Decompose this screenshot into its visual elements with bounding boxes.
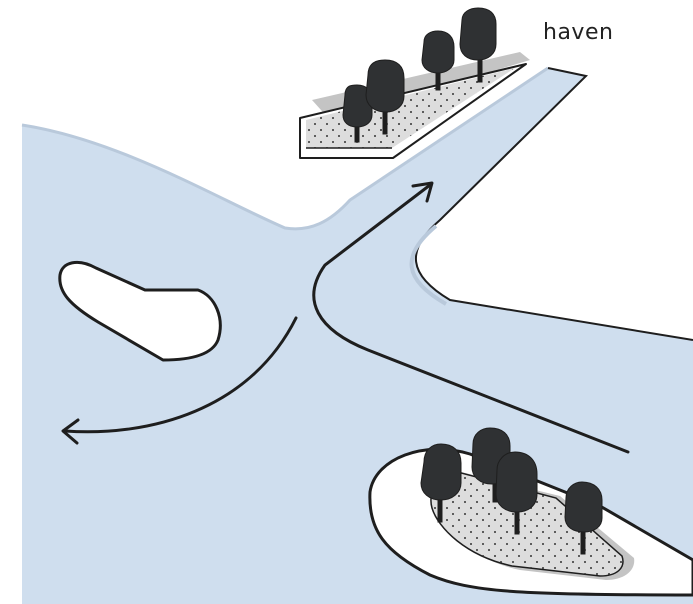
exit-arrow xyxy=(63,316,298,434)
river-shore-left xyxy=(21,66,549,231)
tree-icon xyxy=(459,7,497,83)
entry-arrowhead xyxy=(411,181,434,203)
tree-icon xyxy=(365,59,405,135)
tree-icon xyxy=(564,481,603,555)
island xyxy=(58,260,222,362)
tree-icon xyxy=(342,84,373,143)
exit-arrowhead xyxy=(61,418,80,445)
haven-label: haven xyxy=(543,20,614,45)
harbour-channel-shadow xyxy=(409,224,447,306)
tree-icon xyxy=(420,443,462,523)
tree-icon xyxy=(421,30,455,91)
harbour-channel xyxy=(414,67,693,341)
tree-icon xyxy=(495,451,538,535)
entry-arrow xyxy=(312,183,630,454)
